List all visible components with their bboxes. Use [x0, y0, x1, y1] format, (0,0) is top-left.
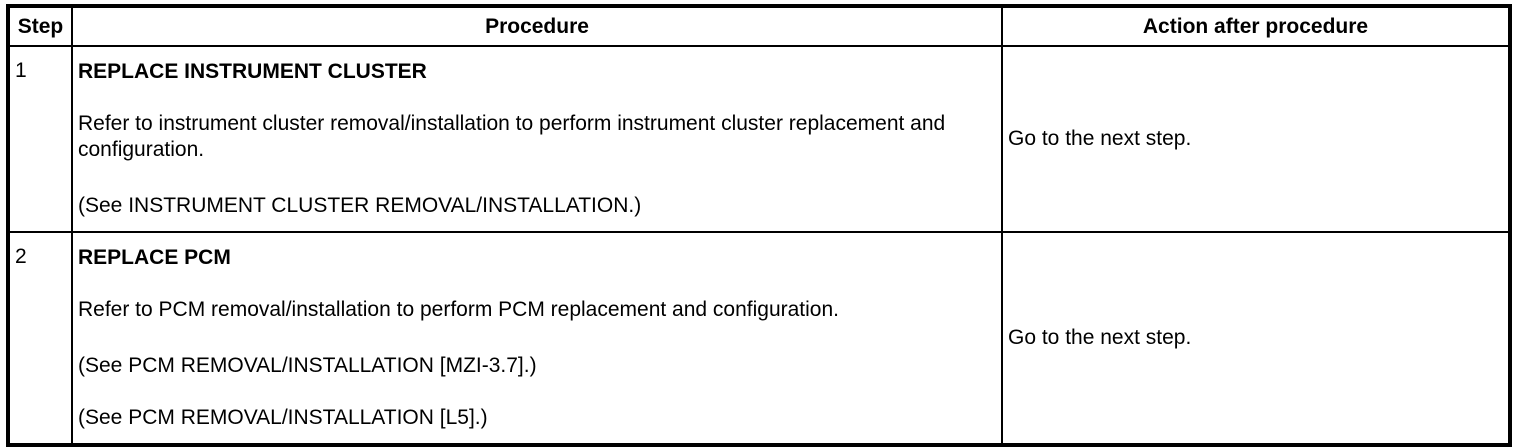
procedure-body: Refer to PCM removal/installation to per…	[78, 298, 840, 321]
table-row: 2 REPLACE PCM Refer to PCM removal/insta…	[7, 231, 1511, 446]
table-header-row: Step Procedure Action after procedure	[7, 5, 1511, 47]
procedure-title: REPLACE INSTRUMENT CLUSTER	[78, 60, 427, 83]
header-procedure: Procedure	[71, 5, 1003, 47]
step-number: 1	[7, 45, 73, 233]
procedure-reference: (See PCM REMOVAL/INSTALLATION [L5].)	[78, 406, 488, 429]
action-after-procedure: Go to the next step.	[1001, 45, 1511, 233]
procedure-cell: REPLACE INSTRUMENT CLUSTER Refer to inst…	[71, 45, 1003, 233]
header-step: Step	[7, 5, 73, 47]
action-after-procedure: Go to the next step.	[1001, 231, 1511, 446]
procedure-reference: (See PCM REMOVAL/INSTALLATION [MZI-3.7].…	[78, 354, 537, 377]
troubleshooting-steps-table: Step Procedure Action after procedure 1 …	[6, 4, 1512, 447]
procedure-title: REPLACE PCM	[78, 246, 231, 269]
header-action-after-procedure: Action after procedure	[1001, 5, 1511, 47]
procedure-reference: (See INSTRUMENT CLUSTER REMOVAL/INSTALLA…	[78, 194, 642, 217]
procedure-cell: REPLACE PCM Refer to PCM removal/install…	[71, 231, 1003, 446]
table-row: 1 REPLACE INSTRUMENT CLUSTER Refer to in…	[7, 45, 1511, 233]
procedure-body: Refer to instrument cluster removal/inst…	[78, 112, 946, 161]
step-number: 2	[7, 231, 73, 446]
